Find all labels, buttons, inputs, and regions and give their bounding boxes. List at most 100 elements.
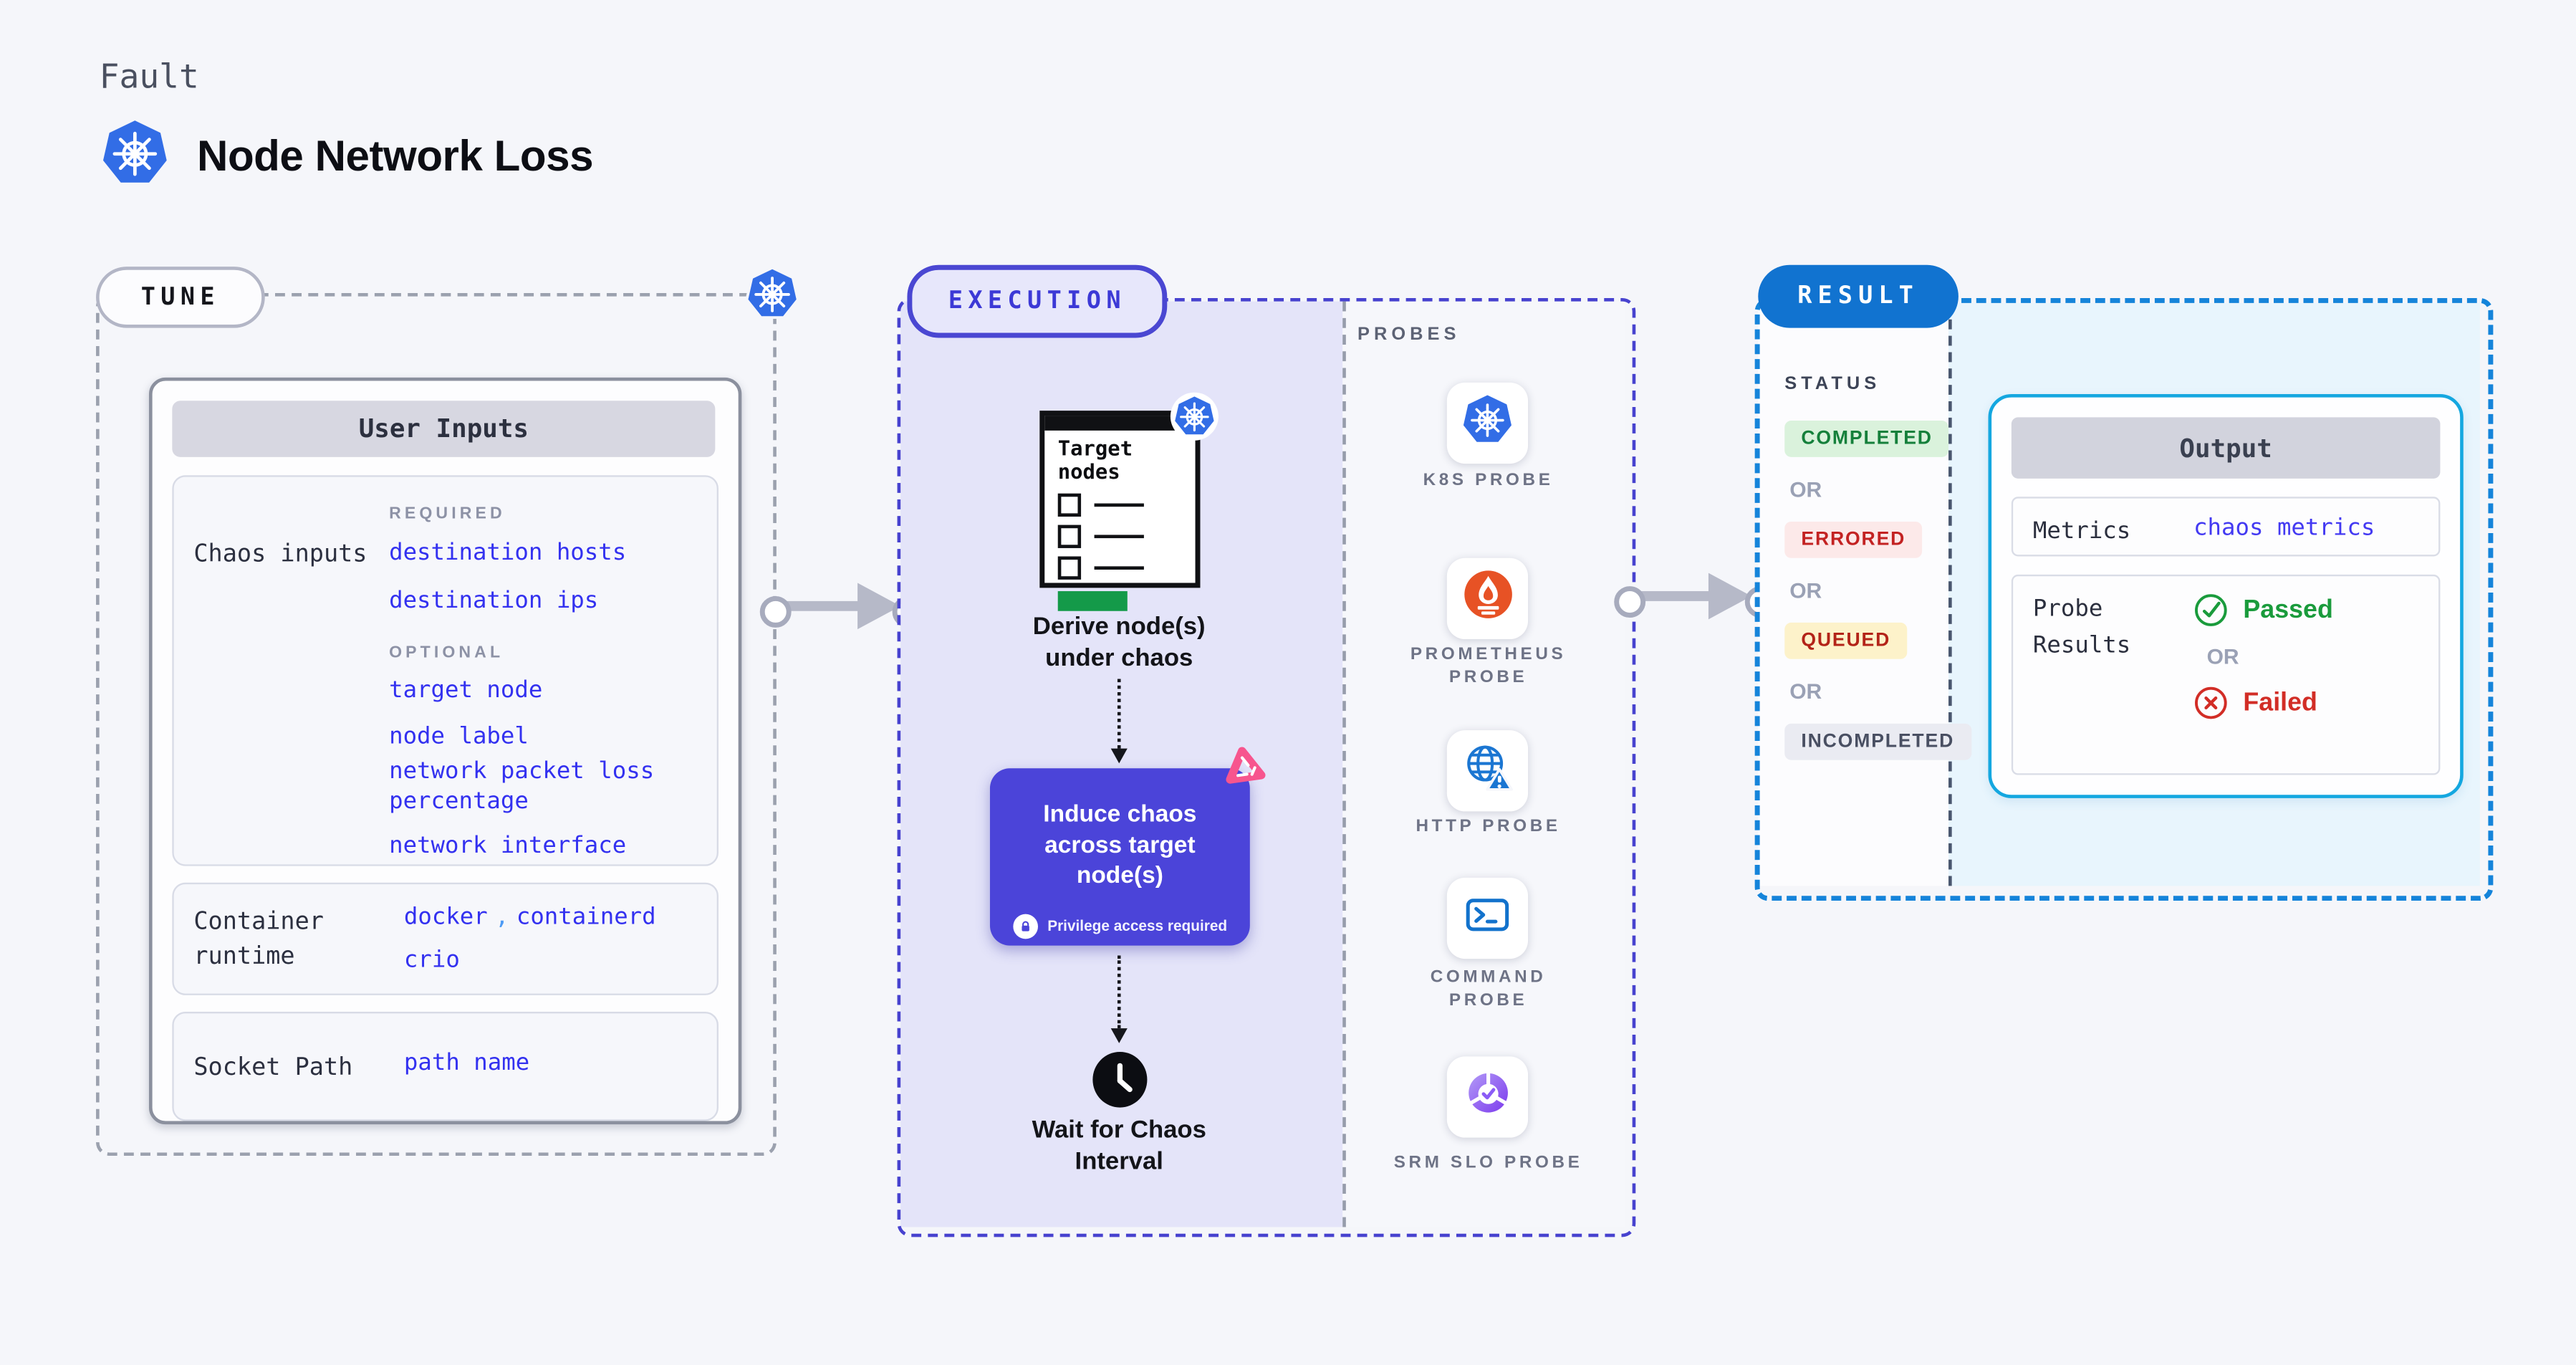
flow-arrowhead-icon (1110, 748, 1128, 764)
execution-pill-label: EXECUTION (948, 288, 1126, 315)
tune-pill: TUNE (96, 267, 265, 328)
wait-caption: Wait for Chaos Interval (1032, 1116, 1206, 1176)
metrics-row: Metrics chaos metrics (2011, 497, 2441, 557)
induce-chaos-caption: Induce chaos across target node(s) (1043, 801, 1197, 890)
probes-title: PROBES (1357, 324, 1461, 345)
document-kubernetes-icon (1172, 393, 1217, 439)
page-title: Node Network Loss (197, 130, 594, 181)
chaos-inputs-label: Chaos inputs (193, 541, 367, 568)
probe-results-row: Probe Results Passed OR Failed (2011, 574, 2441, 775)
container-runtime-label: Container runtime (193, 909, 324, 971)
http-probe-card (1446, 730, 1529, 812)
or-label: OR (1789, 679, 1822, 704)
output-panel: Output Metrics chaos metrics Probe Resul… (1988, 394, 2464, 798)
link-network-interface[interactable]: network interface (389, 833, 627, 860)
execution-to-result-arrowhead (1708, 573, 1752, 620)
user-inputs-title: User Inputs (358, 413, 529, 444)
flow-dotted-line (1117, 679, 1121, 749)
optional-tag: OPTIONAL (389, 644, 504, 664)
clock-icon (1091, 1050, 1149, 1109)
execution-pill: EXECUTION (907, 264, 1168, 338)
command-probe-card (1446, 877, 1529, 959)
link-crio[interactable]: crio (403, 947, 460, 974)
status-badge-queued: QUEUED (1784, 622, 1908, 659)
runtime-separator: , (495, 904, 509, 931)
checkbox-icon (1057, 493, 1082, 517)
prometheus-probe-card (1446, 557, 1529, 640)
arrow-start-connector (759, 595, 791, 627)
result-pill: RESULT (1758, 264, 1959, 328)
status-badge-incompleted: INCOMPLETED (1784, 723, 1971, 760)
required-tag: REQUIRED (389, 504, 506, 524)
container-runtime-row: Container runtime docker , containerd cr… (172, 882, 719, 995)
srm-slo-probe-icon (1461, 1066, 1514, 1128)
user-inputs-panel: User Inputs Chaos inputs REQUIRED destin… (148, 377, 742, 1125)
document-title: Target nodes (1057, 435, 1133, 484)
lock-icon (1012, 913, 1038, 939)
link-destination-hosts[interactable]: destination hosts (389, 540, 627, 567)
result-pill-label: RESULT (1797, 283, 1919, 310)
socket-path-row: Socket Path path name (172, 1012, 719, 1121)
flow-arrowhead-icon (1110, 1028, 1128, 1043)
arrow-start-connector (1613, 585, 1645, 617)
output-header: Output (2011, 417, 2441, 479)
execution-group-box (897, 297, 1636, 1237)
failed-line: Failed (2193, 686, 2418, 721)
k8s-probe-card (1446, 382, 1529, 464)
or-label: OR (1789, 476, 1822, 502)
link-path-name[interactable]: path name (403, 1050, 530, 1077)
line-glyph (1094, 534, 1144, 539)
litmus-chaos-icon (1221, 742, 1267, 789)
srm-slo-probe-label: SRM SLO PROBE (1393, 1152, 1583, 1173)
k8s-probe-icon (1462, 393, 1514, 453)
checkbox-icon (1057, 525, 1082, 548)
srm-slo-probe-card (1446, 1056, 1529, 1138)
tune-pill-label: TUNE (140, 284, 221, 311)
privilege-note: Privilege access required (1047, 917, 1228, 934)
x-circle-icon (2195, 686, 2227, 719)
green-progress-bar (1057, 590, 1128, 611)
command-probe-icon (1462, 889, 1514, 948)
or-label: OR (1789, 578, 1822, 603)
user-inputs-header: User Inputs (172, 401, 716, 457)
link-docker[interactable]: docker (403, 904, 488, 931)
metrics-value[interactable]: chaos metrics (2193, 514, 2375, 542)
check-circle-icon (2195, 594, 2227, 626)
http-probe-icon (1461, 740, 1514, 802)
link-destination-ips[interactable]: destination ips (389, 588, 599, 615)
line-glyph (1094, 565, 1144, 570)
command-probe-label: COMMAND PROBE (1430, 967, 1547, 1010)
checkbox-row (1057, 555, 1186, 580)
privilege-row: Privilege access required (990, 913, 1250, 939)
link-containerd[interactable]: containerd (516, 904, 656, 931)
prometheus-probe-icon (1461, 568, 1514, 630)
chaos-inputs-row: Chaos inputs REQUIRED destination hosts … (172, 475, 719, 866)
k8s-probe-label: K8S PROBE (1423, 470, 1554, 491)
or-label: OR (2206, 643, 2239, 669)
http-probe-label: HTTP PROBE (1416, 816, 1561, 837)
probe-results-label: Probe Results (2032, 595, 2131, 659)
checkbox-icon (1057, 555, 1082, 580)
socket-path-label: Socket Path (193, 1055, 353, 1082)
line-glyph (1094, 502, 1144, 507)
link-network-packet-loss-percentage[interactable]: network packet loss percentage (389, 757, 655, 815)
checkbox-row (1057, 493, 1186, 517)
output-title: Output (2179, 433, 2272, 463)
passed-label: Passed (2243, 595, 2333, 624)
kubernetes-icon (101, 119, 169, 187)
document-titlebar (1044, 416, 1196, 431)
tune-group-box (96, 293, 777, 1156)
tune-to-execution-arrow (778, 600, 865, 612)
tune-kubernetes-icon (745, 266, 799, 321)
result-group-box (1754, 297, 2494, 901)
result-divider (1948, 302, 1952, 886)
fault-eyebrow: Fault (99, 56, 199, 97)
passed-line: Passed (2193, 593, 2418, 628)
link-node-label[interactable]: node label (389, 722, 529, 749)
failed-label: Failed (2243, 688, 2317, 717)
status-fill (1758, 302, 1949, 886)
derive-nodes-caption: Derive node(s) under chaos (1032, 613, 1206, 672)
target-nodes-document: Target nodes (1039, 393, 1217, 611)
link-target-node[interactable]: target node (389, 678, 543, 705)
